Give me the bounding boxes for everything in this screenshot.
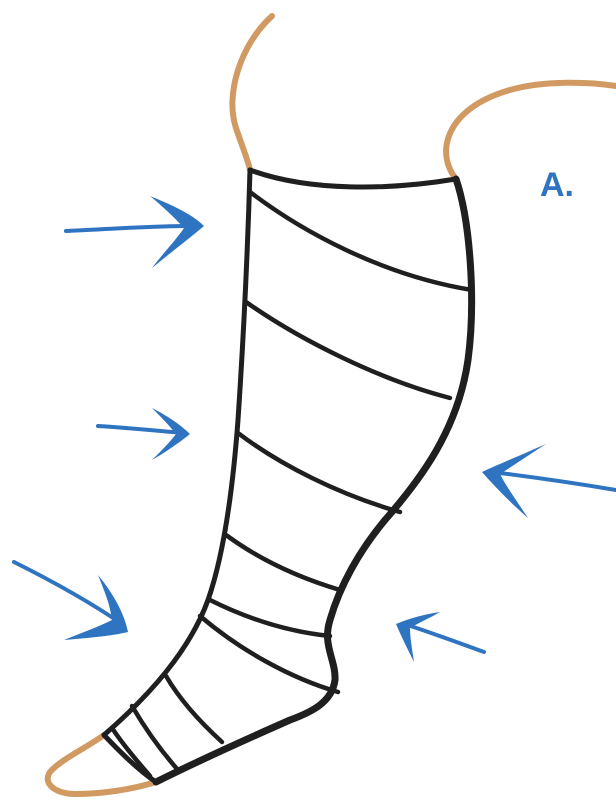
arrow-middle-left: [98, 408, 190, 460]
pressure-arrows: [14, 196, 616, 662]
arrow-upper-left: [66, 196, 204, 268]
bandage-back-edge: [104, 170, 250, 735]
bandage-band-5: [210, 600, 330, 636]
arrow-right-upper: [482, 444, 616, 518]
arrow-right-lower: [396, 612, 484, 662]
bandage-band-4: [226, 535, 340, 590]
bandage-band-2: [246, 302, 450, 398]
bandage-band-6: [200, 616, 338, 692]
arrow-lower-left: [14, 562, 128, 640]
bandage-top-edge: [250, 170, 456, 187]
bandage-band-3: [238, 433, 400, 512]
bandage-band-7: [166, 676, 222, 742]
figure-label: A.: [540, 168, 574, 202]
bandage-band-1: [250, 192, 472, 290]
back-of-knee-skin-line: [232, 16, 272, 170]
front-of-knee-skin-line: [446, 83, 616, 179]
